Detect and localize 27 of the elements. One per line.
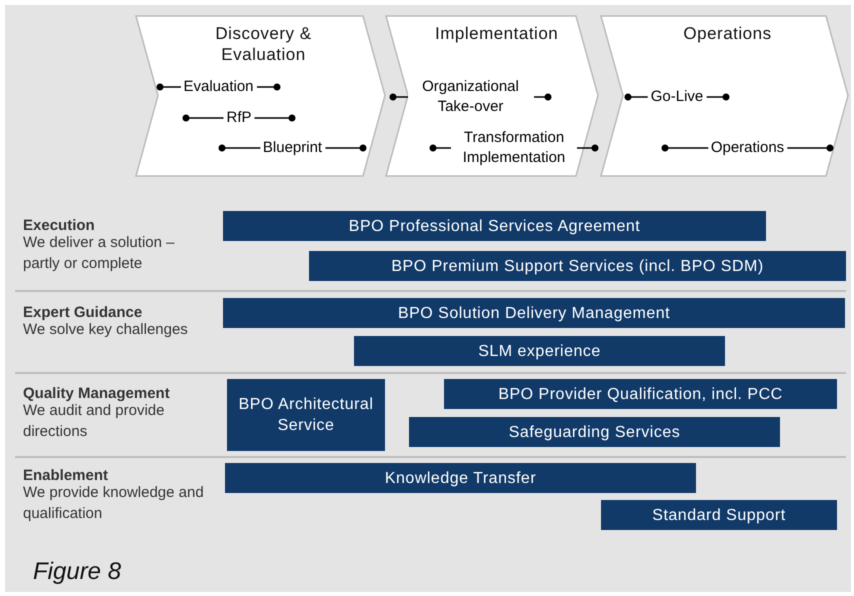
service-bar: BPO Premium Support Services (incl. BPO SDM) bbox=[309, 251, 846, 281]
phase-chevron bbox=[385, 15, 600, 178]
service-bar: BPO Architectural Service bbox=[227, 379, 385, 451]
service-bar: BPO Provider Qualification, incl. PCC bbox=[444, 379, 837, 409]
phase-chevron bbox=[600, 15, 850, 178]
row-description: We deliver a solution – partly or complete bbox=[23, 233, 176, 274]
row-description: We provide knowledge and qualification bbox=[23, 483, 205, 524]
activity-label: Transformation Implementation bbox=[451, 128, 577, 168]
row-heading: Enablement bbox=[23, 467, 108, 484]
service-bar: BPO Solution Delivery Management bbox=[223, 298, 845, 328]
row-heading: Expert Guidance bbox=[23, 304, 142, 321]
row-heading: Execution bbox=[23, 217, 95, 234]
row-description: We solve key challenges bbox=[23, 320, 189, 340]
row-heading: Quality Management bbox=[23, 385, 170, 402]
service-bar: BPO Professional Services Agreement bbox=[223, 211, 766, 241]
service-bar: Standard Support bbox=[601, 500, 837, 530]
phase-title: Implementation bbox=[435, 23, 555, 44]
service-bar: Safeguarding Services bbox=[409, 417, 780, 447]
activity-label: Blueprint bbox=[260, 138, 326, 158]
row-description: We audit and provide directions bbox=[23, 402, 166, 442]
service-bar: Knowledge Transfer bbox=[225, 463, 696, 493]
service-bar: SLM experience bbox=[354, 336, 725, 366]
phase-title: Operations bbox=[682, 23, 773, 44]
activity-label: Operations bbox=[708, 138, 788, 158]
figure-caption: Figure 8 bbox=[33, 558, 122, 586]
phase-chevron bbox=[135, 15, 387, 178]
phase-title: Discovery & Evaluation bbox=[214, 23, 313, 65]
